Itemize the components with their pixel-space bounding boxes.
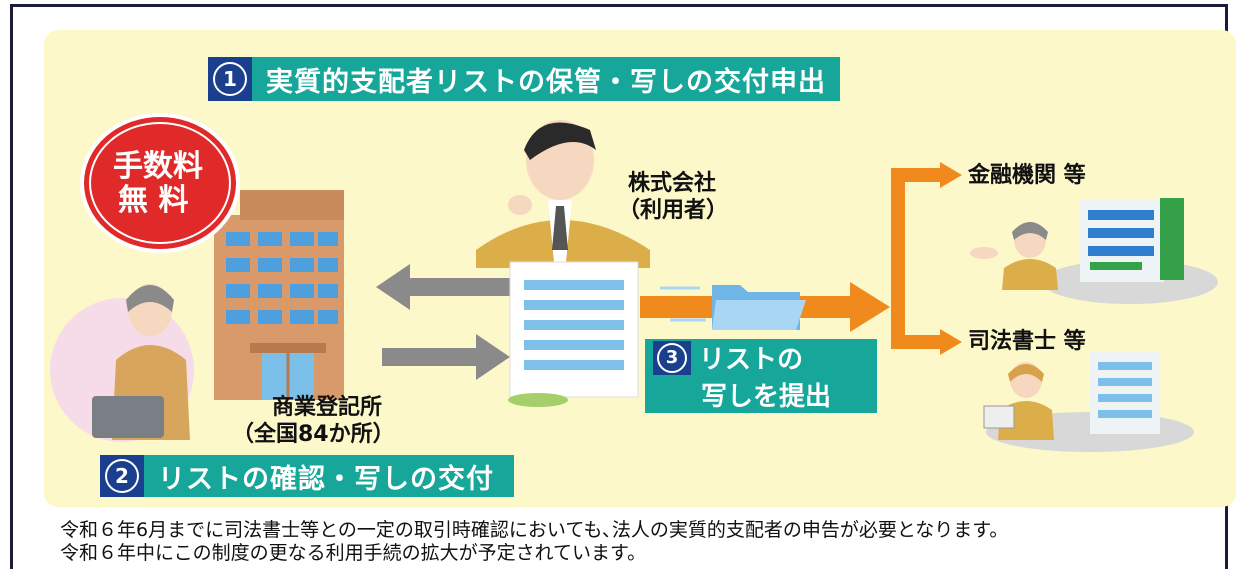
- bank-woman-icon: [970, 222, 1058, 290]
- company-label-line1: 株式会社: [628, 171, 717, 196]
- scrivener-person-icon: [983, 362, 1054, 440]
- orange-arrow-branch: [891, 168, 945, 349]
- bank-building-icon: [1042, 198, 1218, 304]
- registry-label-line1: 商業登記所: [272, 395, 383, 420]
- footer-line2: 令和６年中にこの制度の更なる利用手続の拡大が予定されています。: [60, 542, 647, 564]
- step-3-number: 3: [653, 340, 691, 375]
- company-label-line2: （利用者）: [618, 198, 729, 223]
- arrow-to-company: [382, 334, 510, 380]
- step-1-banner: 1 実質的支配者リストの保管・写しの交付申出: [208, 57, 840, 101]
- clerk-woman-icon: [92, 284, 190, 440]
- step-2-number: 2: [100, 455, 144, 497]
- step-3-line1: リストの: [699, 345, 804, 375]
- step-2-banner: 2 リストの確認・写しの交付: [100, 455, 514, 497]
- businessman-icon: [476, 120, 650, 268]
- fee-badge-line2: 無 料: [118, 183, 189, 218]
- registry-building-icon: [214, 190, 344, 400]
- document-icon: [508, 261, 639, 407]
- step-1-number: 1: [208, 57, 252, 101]
- motion-lines: [660, 286, 706, 322]
- fee-badge-line1: 手数料: [113, 149, 203, 184]
- finance-label: 金融機関 等: [968, 163, 1086, 188]
- folder-icon: [712, 285, 806, 330]
- step-3-line2: 写しを提出: [701, 382, 832, 412]
- step-3-banner: 3 リストの 写しを提出: [645, 339, 877, 413]
- arrow-to-registry: [376, 264, 510, 310]
- step-1-text: 実質的支配者リストの保管・写しの交付申出: [266, 66, 826, 98]
- scrivener-label: 司法書士 等: [968, 329, 1086, 354]
- step-2-text: リストの確認・写しの交付: [158, 463, 494, 495]
- fee-free-badge: [80, 113, 240, 253]
- registry-label-line2: （全国84か所）: [232, 422, 395, 447]
- footer-line1: 令和６年6月までに司法書士等との一定の取引時確認においても､法人の実質的支配者の…: [60, 519, 1009, 541]
